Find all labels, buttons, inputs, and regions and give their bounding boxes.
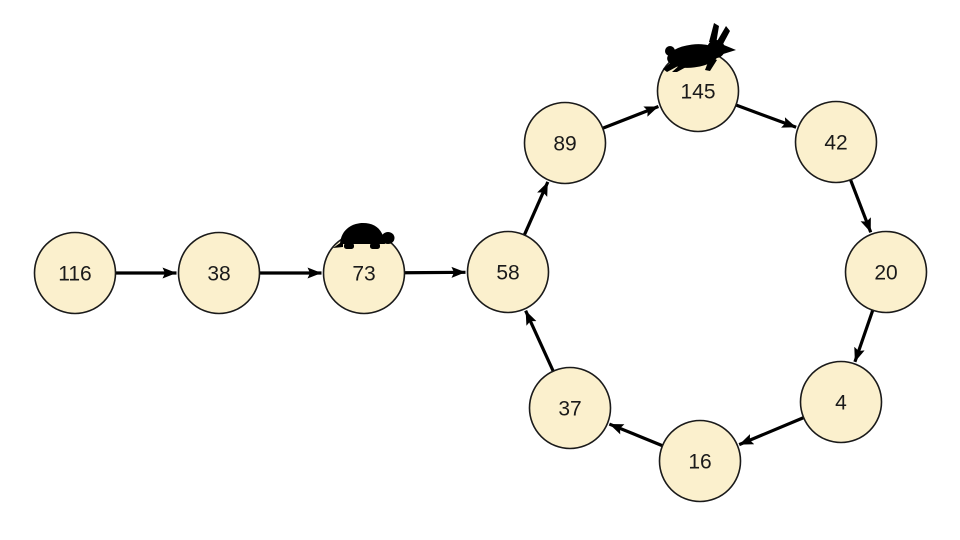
node-label-58: 58 [496,262,519,285]
node-label-38: 38 [207,263,230,286]
edge-4-16 [738,416,805,447]
node-label-37: 37 [558,398,581,421]
node-label-89: 89 [553,133,576,156]
edge-58-89 [522,181,550,236]
edge-42-20 [849,179,873,233]
node-circle-116 [33,231,117,315]
node-circle-20 [844,230,928,314]
node-label-145: 145 [680,81,715,104]
node-circle-89 [523,101,607,185]
node-label-4: 4 [835,392,847,415]
edge-20-4 [853,309,875,363]
edge-145-42 [735,103,797,129]
edge-89-145 [602,104,660,130]
node-label-73: 73 [352,263,375,286]
node-label-116: 116 [58,263,91,286]
node-label-42: 42 [824,132,847,155]
node-circle-58 [466,230,550,314]
nodes-layer: 116 38 73 58 89 145 42 20 4 16 37 [33,49,928,503]
node-circle-4 [799,360,883,444]
node-label-20: 20 [874,262,897,285]
node-circle-42 [794,100,878,184]
node-label-16: 16 [688,451,711,474]
edge-37-58 [524,310,555,372]
node-circle-37 [528,366,612,450]
edges-layer [115,103,875,448]
node-circle-16 [658,419,742,503]
node-circle-38 [177,231,261,315]
edge-16-37 [608,422,664,448]
